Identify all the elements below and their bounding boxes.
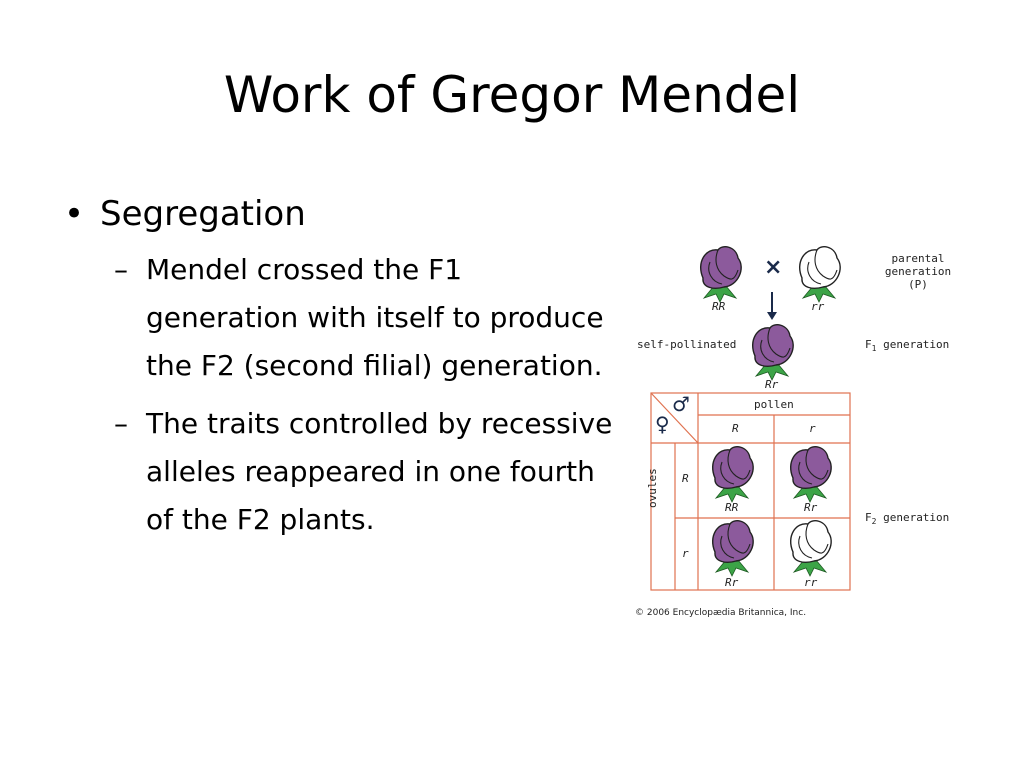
purple-flower-icon [789, 446, 832, 503]
diagram-graphics [650, 246, 851, 591]
self-pollinated-label: self-pollinated [637, 338, 737, 351]
mendel-cross-diagram: × RR rr parental generation (P) self-pol… [624, 240, 964, 625]
pollen-label: pollen [754, 398, 794, 411]
sub-bullet-text: Mendel crossed the F1 generation with it… [146, 253, 604, 382]
f2-generation-label: F2 generation [865, 511, 950, 527]
purple-flower-icon [699, 246, 742, 303]
ovules-label: ovules [646, 468, 659, 508]
purple-flower-icon [751, 324, 794, 381]
male-symbol: ♂ [672, 392, 690, 416]
genotype-label: Rr [725, 576, 739, 589]
white-flower-icon [789, 520, 832, 577]
bullet-text: Segregation [100, 194, 306, 234]
bullet-dot: • [64, 194, 85, 234]
ovule-allele: r [682, 547, 689, 560]
female-symbol: ♀ [655, 412, 670, 436]
purple-flower-icon [711, 446, 754, 503]
ovule-allele: R [682, 472, 689, 485]
copyright-text: © 2006 Encyclopædia Britannica, Inc. [635, 608, 807, 618]
genotype-label: Rr [804, 501, 818, 514]
purple-flower-icon [711, 520, 754, 577]
punnett-grid [650, 392, 851, 591]
bullet-list: • Segregation – Mendel crossed the F1 ge… [60, 188, 620, 554]
genotype-label: RR [725, 501, 739, 514]
parental-generation-label: parental generation (P) [884, 252, 952, 291]
sub-bullet-2: – The traits controlled by recessive all… [60, 400, 620, 544]
sub-bullet-dash: – [114, 407, 128, 440]
f1-generation-label: F1 generation [865, 338, 950, 354]
sub-bullet-1: – Mendel crossed the F1 generation with … [60, 246, 620, 390]
genotype-label: rr [804, 576, 818, 589]
genotype-label: Rr [765, 378, 779, 391]
sub-bullet-dash: – [114, 253, 128, 286]
slide-title: Work of Gregor Mendel [223, 66, 801, 124]
bullet-segregation: • Segregation [60, 188, 620, 240]
down-arrow-icon [767, 292, 777, 320]
pollen-allele: R [732, 422, 739, 435]
sub-bullet-text: The traits controlled by recessive allel… [146, 407, 613, 536]
pollen-allele: r [809, 422, 816, 435]
genotype-label: RR [712, 300, 726, 313]
cross-symbol: × [764, 255, 783, 280]
genotype-label: rr [811, 300, 825, 313]
white-flower-icon [798, 246, 841, 303]
